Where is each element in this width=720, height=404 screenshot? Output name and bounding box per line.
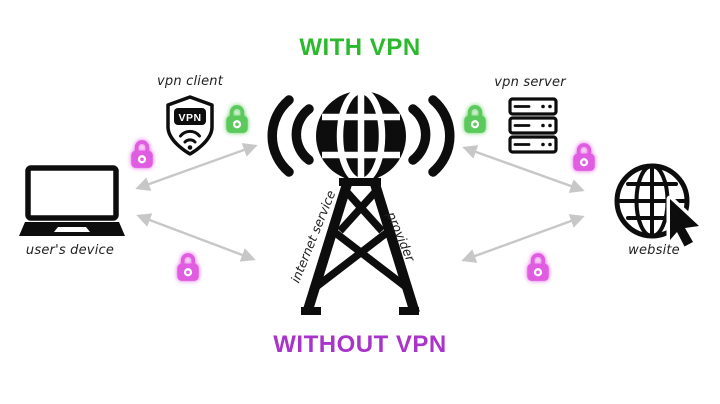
cursor-arrow-icon [670, 199, 699, 247]
globe-cursor-icon [614, 163, 703, 250]
title-with-vpn: WITH VPN [299, 34, 421, 61]
user-device-label: user's device [25, 243, 115, 258]
arrow-isp-website-bottom [461, 214, 585, 263]
laptop-icon [19, 165, 125, 236]
vpn-client-label: vpn client [156, 74, 224, 89]
vpn-shield-icon: VPN [166, 95, 214, 156]
insecure-padlock-icon-device-isp [177, 253, 199, 281]
vpn-server-label: vpn server [494, 75, 566, 90]
secure-padlock-icon-client-isp [226, 105, 248, 133]
vpn-badge-text: VPN [178, 112, 201, 124]
secure-padlock-icon-isp-server [464, 105, 486, 133]
insecure-padlock-icon-device-client [131, 140, 153, 168]
insecure-padlock-icon-server-website [573, 143, 595, 171]
website-label: website [628, 243, 680, 258]
broadcast-tower-globe-icon [267, 87, 455, 315]
server-rack-icon [508, 97, 558, 154]
title-without-vpn: WITHOUT VPN [273, 331, 447, 358]
insecure-padlock-icon-isp-website [527, 253, 549, 281]
